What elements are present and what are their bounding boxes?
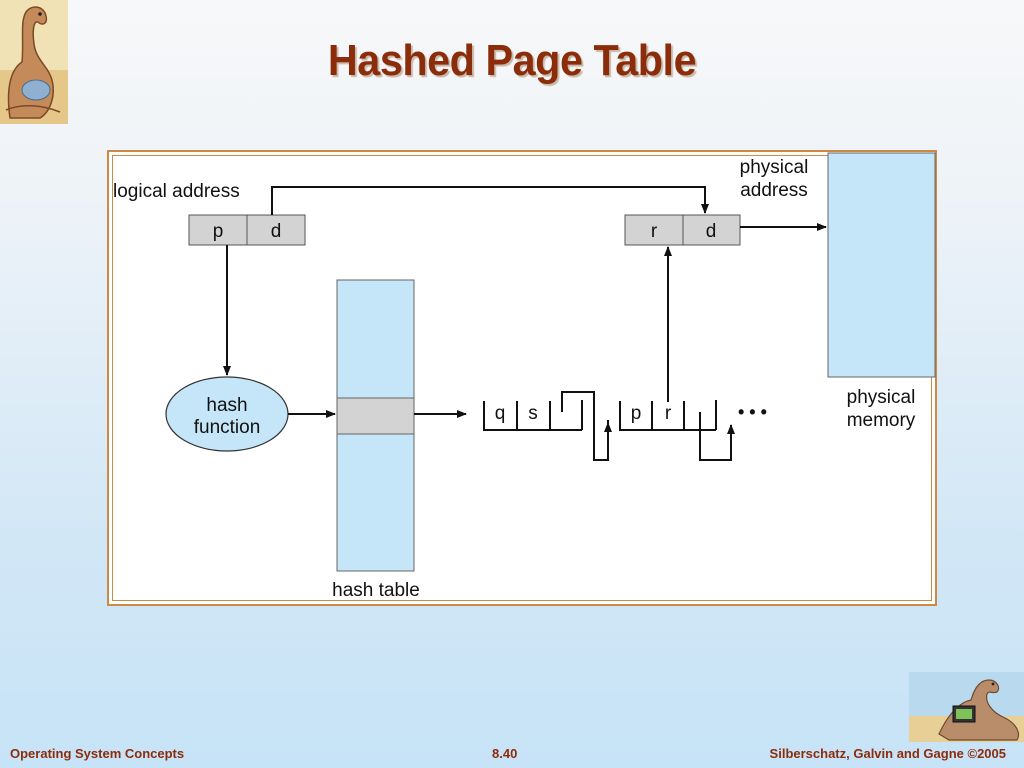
chain-node-2 bbox=[619, 400, 732, 461]
physical-address-box: r d bbox=[624, 214, 741, 246]
chain-node-2-frame: r bbox=[665, 403, 672, 424]
physical-address-label-line1: physical bbox=[740, 157, 809, 178]
dinosaur-logo-top-left bbox=[0, 0, 68, 124]
physical-address-label-line2: address bbox=[740, 180, 808, 201]
hash-function-label-line1: hash bbox=[206, 395, 247, 416]
chain-node-1-key: q bbox=[495, 403, 506, 424]
footer-book-title: Operating System Concepts bbox=[10, 746, 185, 761]
logical-field-d: d bbox=[271, 221, 282, 242]
footer-slide-number: 8.40 bbox=[492, 746, 518, 761]
chain-ellipsis: • • • bbox=[738, 402, 767, 422]
physical-memory-block bbox=[827, 152, 936, 378]
logical-field-p: p bbox=[213, 221, 224, 242]
physical-memory-label-line1: physical bbox=[847, 387, 916, 408]
hash-function-label-line2: function bbox=[194, 417, 261, 438]
physical-field-d: d bbox=[706, 221, 717, 242]
slide-title: Hashed Page Table bbox=[327, 36, 697, 85]
hash-table-label: hash table bbox=[332, 580, 420, 601]
arrow-offset-d-to-physical bbox=[271, 186, 709, 215]
chain-node-1-frame: s bbox=[528, 403, 538, 424]
logical-address-label: logical address bbox=[113, 181, 240, 202]
physical-field-r: r bbox=[651, 221, 658, 242]
chain-node-2-key: p bbox=[631, 403, 642, 424]
hash-table-entry bbox=[336, 397, 415, 435]
logical-address-box: p d bbox=[188, 214, 306, 246]
footer-authors: Silberschatz, Galvin and Gagne ©2005 bbox=[769, 746, 1006, 761]
dinosaur-logo-bottom-right bbox=[909, 672, 1024, 742]
physical-memory-label-line2: memory bbox=[847, 410, 916, 431]
